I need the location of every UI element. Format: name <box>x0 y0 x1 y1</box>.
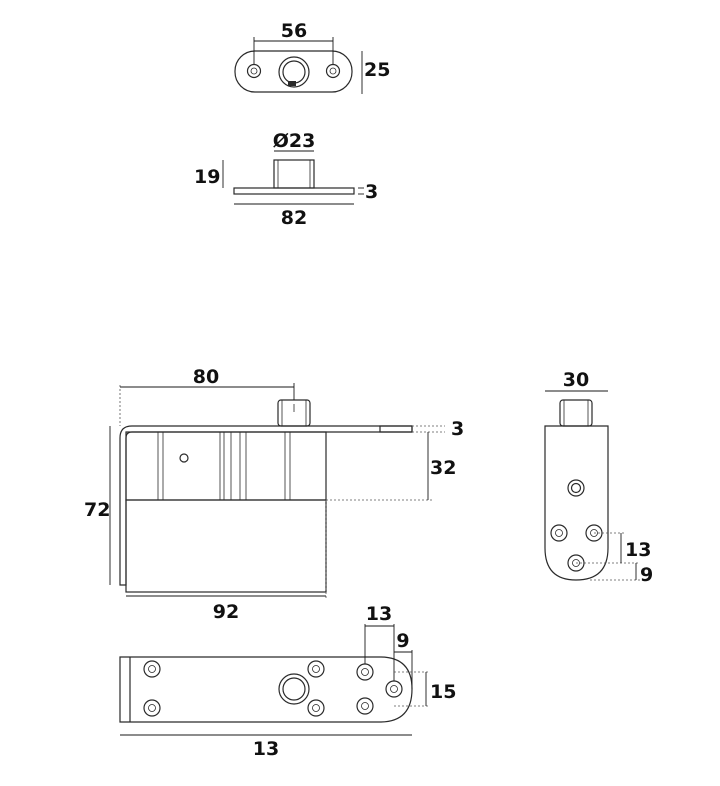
plan-hole-7 <box>385 680 403 698</box>
plan-hole-1-inner <box>148 665 156 673</box>
end-hole-left <box>550 524 568 542</box>
end-hole-right-inner <box>590 529 598 537</box>
plan-hole-6 <box>356 697 374 715</box>
end-view: 30 13 9 <box>544 369 653 586</box>
dim-25-label: 25 <box>364 59 390 81</box>
plan-outline <box>119 656 413 723</box>
bracket-l-profile <box>119 425 413 586</box>
bracket-pin <box>277 399 311 427</box>
dim-32-label: 32 <box>430 457 456 479</box>
plan-hole-2-inner <box>148 704 156 712</box>
plan-hole-2 <box>143 699 161 717</box>
plan-hole-5 <box>356 663 374 681</box>
top-plate-outline <box>234 50 353 93</box>
dim-72-label: 72 <box>84 499 110 521</box>
dim-82-label: 82 <box>281 207 307 229</box>
plan-view: 13 9 15 13 <box>119 603 456 760</box>
top-hole-right-inner <box>329 67 337 75</box>
plan-pivot-outer <box>278 673 310 705</box>
dim-3-label: 3 <box>365 181 378 203</box>
top-view: 56 25 <box>234 20 390 94</box>
top-pivot-pin-inner <box>282 60 306 84</box>
plan-hole-7-inner <box>390 685 398 693</box>
bracket-flange-tip <box>379 425 413 433</box>
plan-pivot-inner <box>282 677 306 701</box>
end-outline <box>544 425 609 581</box>
dim-d23-label: Ø23 <box>273 130 316 152</box>
plan-hole-3-inner <box>312 665 320 673</box>
bracket-lower <box>125 499 327 593</box>
end-hole-top-inner <box>570 482 582 494</box>
dim-92-label: 92 <box>213 601 239 623</box>
dim-9-plan-label: 9 <box>396 630 409 652</box>
dim-9-end-label: 9 <box>640 564 653 586</box>
end-pin <box>559 399 593 427</box>
top-hole-left-inner <box>250 67 258 75</box>
dim-56-label: 56 <box>281 20 307 42</box>
bracket-body <box>125 431 327 501</box>
plan-hole-3 <box>307 660 325 678</box>
dim-15-label: 15 <box>430 681 456 703</box>
bracket-hole <box>179 453 189 463</box>
dim-3-front-label: 3 <box>451 418 464 440</box>
dim-13-overall-label: 13 <box>253 738 279 760</box>
top-hole-right <box>325 63 341 79</box>
plan-hole-6-inner <box>361 702 369 710</box>
plan-hole-4 <box>307 699 325 717</box>
dim-80-label: 80 <box>193 366 219 388</box>
dim-13-end-label: 13 <box>625 539 651 561</box>
plan-hole-4-inner <box>312 704 320 712</box>
end-hole-top <box>567 479 585 497</box>
side-view: Ø23 19 3 82 <box>194 130 378 229</box>
end-hole-bottom-inner <box>572 559 580 567</box>
dim-13-plan-label: 13 <box>366 603 392 625</box>
plan-hole-1 <box>143 660 161 678</box>
top-pivot-key <box>288 81 296 86</box>
dim-30-label: 30 <box>563 369 589 391</box>
top-hole-left <box>246 63 262 79</box>
end-hole-left-inner <box>555 529 563 537</box>
front-view: 80 3 32 72 92 <box>84 366 464 623</box>
top-pivot-pin <box>278 56 310 88</box>
side-plate <box>233 187 355 195</box>
dim-19-label: 19 <box>194 166 220 188</box>
side-pin <box>273 159 315 189</box>
plan-hole-5-inner <box>361 668 369 676</box>
